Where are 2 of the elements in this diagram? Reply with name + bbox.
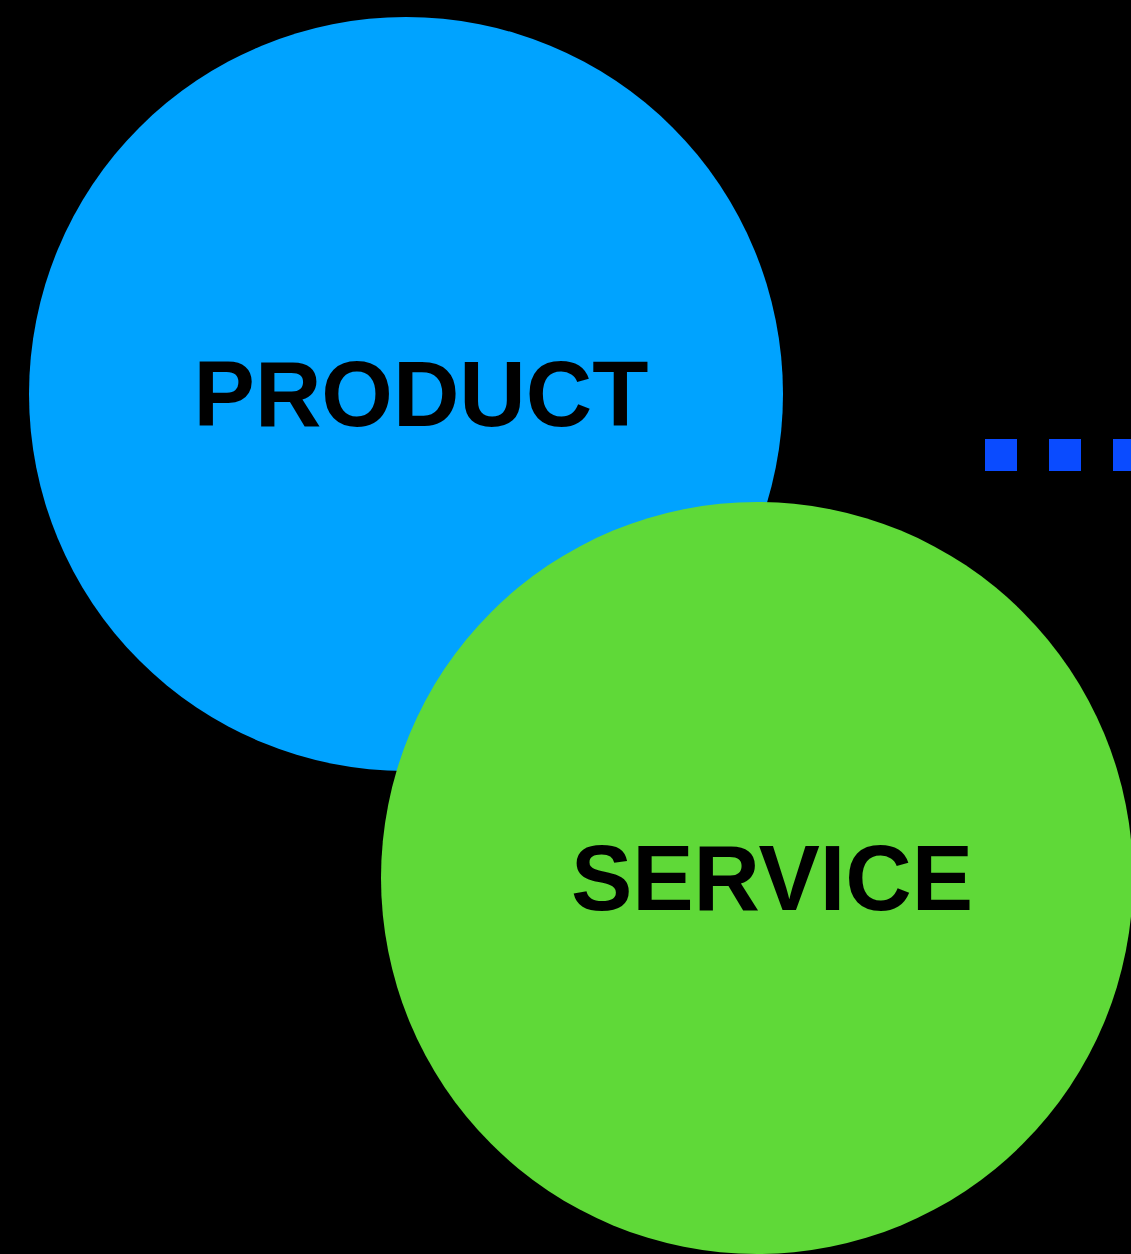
circle-label: SERVICE <box>570 832 974 924</box>
circle-label: PRODUCT <box>193 348 649 440</box>
